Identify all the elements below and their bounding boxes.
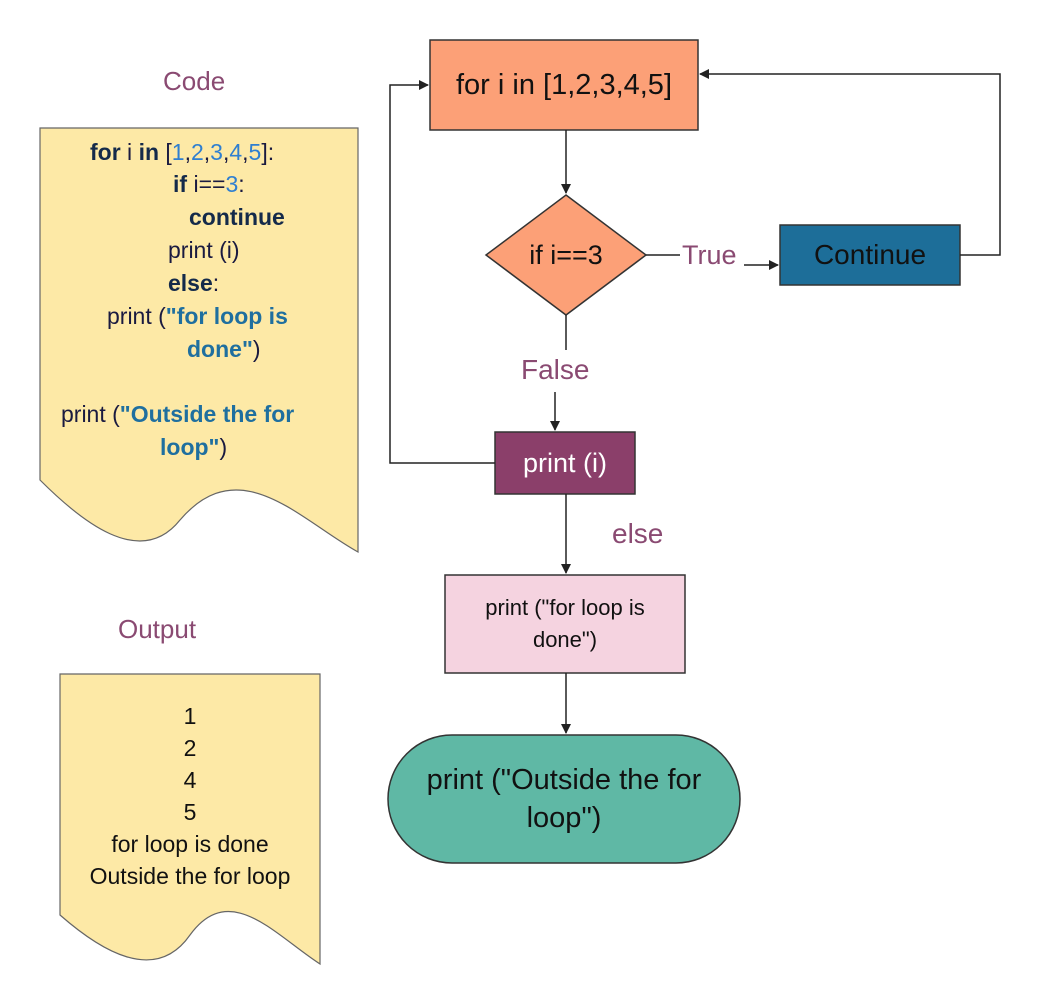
code-text: : [238, 171, 245, 197]
print-done-node: print ("for loop is done") [445, 575, 685, 673]
edge-label-else: else [612, 518, 664, 549]
code-line-9: loop") [160, 430, 227, 464]
code-keyword: continue [189, 204, 285, 230]
code-number: 3 [225, 171, 239, 197]
output-line: for loop is done [111, 831, 269, 857]
continue-node: Continue [780, 225, 960, 285]
code-line-1: for i in [1,2,3,4,5]: [90, 139, 275, 165]
print-outside-node: print ("Outside the for loop") [388, 735, 740, 863]
code-string: done" [187, 336, 253, 362]
arrow-print-i-back-to-for [389, 80, 495, 464]
print-i-node: print (i) [495, 432, 635, 494]
code-keyword: if [173, 171, 188, 197]
output-line: 1 [183, 703, 197, 729]
code-line-3: continue [189, 200, 285, 234]
code-number: 4 [229, 139, 243, 165]
code-line-2: if i==3: [173, 167, 245, 201]
condition-node-label: if i==3 [529, 239, 603, 270]
print-i-node-shape [494, 431, 636, 495]
output-heading: Output [118, 614, 197, 644]
code-string: loop" [160, 434, 220, 460]
code-text: ) [219, 434, 228, 460]
condition-node: if i==3 [486, 225, 646, 285]
code-number: 3 [210, 139, 223, 165]
code-keyword: in [138, 139, 160, 165]
code-line-8: print ("Outside the for [61, 397, 294, 431]
print-outside-node-shape [387, 734, 741, 864]
print-i-node-label: print (i) [522, 447, 607, 478]
print-outside-node-label-line1: print ("Outside the for [426, 764, 702, 796]
code-keyword: else [168, 270, 213, 296]
code-document-shape [39, 127, 359, 554]
arrow-continue-back-to-for [699, 69, 1001, 256]
continue-node-label: Continue [813, 239, 927, 270]
code-string: "Outside the for [119, 401, 295, 427]
output-listing: 1 2 4 5 for loop is done Outside the for… [60, 700, 320, 892]
code-text: i== [187, 171, 226, 197]
output-document-shape [59, 673, 321, 966]
code-line-5: else: [168, 266, 219, 300]
for-loop-node-label: for i in [1,2,3,4,5] [455, 68, 672, 101]
output-line: 2 [183, 735, 197, 761]
print-done-node-label-line1: print ("for loop is [485, 595, 645, 620]
code-text: [ [159, 139, 172, 165]
output-line: 4 [183, 767, 197, 793]
print-outside-node-label-line2: loop") [526, 802, 602, 834]
for-loop-node-shape [429, 39, 699, 131]
code-text: print ( [61, 401, 120, 427]
code-number: 5 [248, 139, 262, 165]
output-line: 5 [183, 799, 197, 825]
output-line: Outside the for loop [89, 863, 291, 889]
edge-label-false: False [521, 354, 590, 385]
code-keyword: for [90, 139, 121, 165]
continue-node-shape [779, 224, 961, 286]
print-done-node-label-line2: done") [532, 627, 598, 652]
print-done-node-shape [444, 574, 686, 674]
code-text: ]: [261, 139, 275, 165]
code-text: print (i) [168, 237, 240, 263]
code-number: 2 [190, 139, 204, 165]
edge-label-true: True [682, 240, 737, 270]
code-string: "for loop is [165, 303, 288, 329]
code-text: : [212, 270, 220, 296]
code-number: 1 [171, 139, 185, 165]
for-loop-node: for i in [1,2,3,4,5] [430, 40, 698, 130]
code-text: i [120, 139, 139, 165]
code-text: print ( [107, 303, 166, 329]
code-heading: Code [163, 66, 226, 96]
code-line-6: print ("for loop is [107, 299, 288, 333]
code-line-7: done") [187, 332, 261, 366]
code-line-4: print (i) [168, 233, 240, 267]
code-text: ) [252, 336, 261, 362]
